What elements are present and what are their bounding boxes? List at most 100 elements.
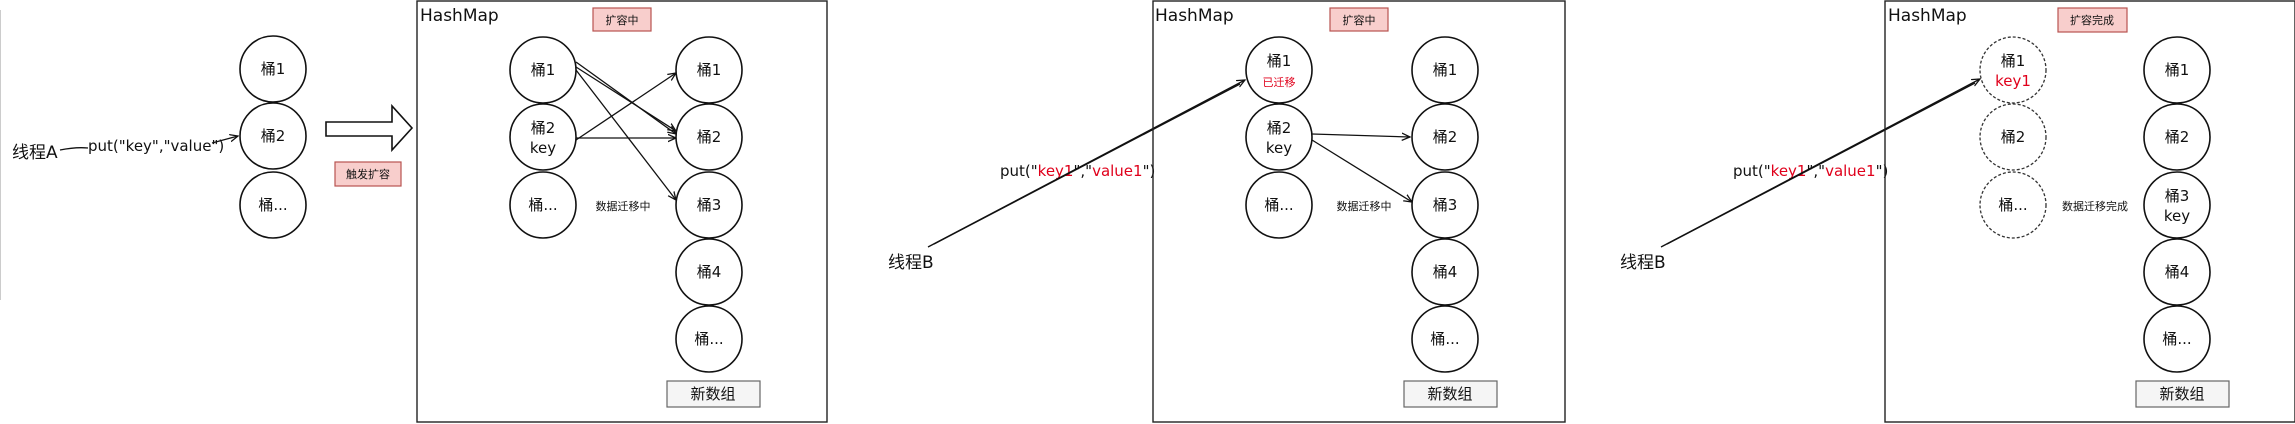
- new-bucket-2: [675, 103, 743, 171]
- hashmap-frame: [1152, 0, 1566, 423]
- old-bucket-more: [1979, 171, 2047, 239]
- bucket-more-label: 桶...: [258, 196, 287, 214]
- migrate-arrow-2: [1311, 139, 1412, 202]
- bucket-1: [239, 35, 307, 103]
- status-label: 扩容中: [606, 13, 639, 27]
- new-bucket-2: [2143, 103, 2211, 171]
- new-bucket-more-label: 桶...: [1430, 330, 1459, 348]
- migrate-arrow-5: [575, 61, 676, 134]
- old-bucket-2-label: 桶2: [2001, 128, 2026, 146]
- old-bucket-2-label: 桶2: [1267, 119, 1292, 137]
- new-bucket-1: [2143, 36, 2211, 104]
- new-bucket-2: [1411, 103, 1479, 171]
- status-label: 扩容中: [1343, 13, 1376, 27]
- new-bucket-more: [2143, 305, 2211, 373]
- thread-b-label: 线程B: [1620, 253, 1666, 273]
- new-bucket-1-label: 桶1: [2165, 61, 2190, 79]
- new-bucket-3: [2143, 171, 2211, 239]
- put-arrow: [211, 136, 238, 144]
- migrate-arrow-1: [1311, 134, 1410, 137]
- new-bucket-3-key: key: [2164, 207, 2190, 225]
- trigger-resize-label: 触发扩容: [346, 167, 390, 181]
- new-bucket-3: [1411, 171, 1479, 239]
- hashmap-title: HashMap: [420, 6, 499, 26]
- status-tag: [592, 7, 652, 32]
- new-array-box: [2135, 380, 2230, 408]
- hashmap-title: HashMap: [1155, 6, 1234, 26]
- new-bucket-2-label: 桶2: [697, 128, 722, 146]
- old-bucket-1-key: key1: [1995, 72, 2031, 90]
- migrate-arrow-3: [575, 73, 676, 141]
- hashmap-frame: [416, 0, 828, 423]
- new-bucket-3-label: 桶3: [1433, 196, 1458, 214]
- transition-arrow-icon: [325, 103, 414, 153]
- new-bucket-4: [675, 238, 743, 306]
- old-bucket-more: [509, 171, 577, 239]
- old-bucket-2-label: 桶2: [531, 119, 556, 137]
- new-array-label: 新数组: [690, 385, 735, 403]
- moved-note: 已迁移: [1263, 76, 1296, 89]
- new-bucket-more-label: 桶...: [694, 330, 723, 348]
- old-bucket-1: [1245, 36, 1313, 104]
- old-bucket-more: [1245, 171, 1313, 239]
- old-bucket-1-label: 桶1: [1267, 52, 1292, 70]
- put-call-label: put("key","value"): [88, 137, 224, 155]
- old-bucket-2: [1245, 103, 1313, 171]
- old-bucket-2: [509, 103, 577, 171]
- new-array-box: [666, 380, 761, 408]
- thread-b-arrow-sketch: [933, 83, 1241, 245]
- old-bucket-more-label: 桶...: [528, 196, 557, 214]
- new-array-label: 新数组: [2159, 385, 2204, 403]
- migration-label: 数据迁移中: [1337, 199, 1392, 213]
- bucket-2: [239, 102, 307, 170]
- old-bucket-2-key: key: [1266, 139, 1292, 157]
- migrate-arrow-2: [575, 69, 676, 200]
- panel-resizing: HashMap 扩容中 桶1 桶2 key 桶... 数据迁移中 桶1 桶2 桶…: [416, 0, 828, 423]
- hashmap-frame: [1884, 0, 2295, 423]
- panel-resize-complete: put("key1","value1") 线程B HashMap 扩容完成 桶1…: [1620, 0, 2295, 423]
- new-bucket-4: [2143, 238, 2211, 306]
- old-bucket-2-key: key: [530, 139, 556, 157]
- new-bucket-2-label: 桶2: [1433, 128, 1458, 146]
- old-bucket-1-label: 桶1: [2001, 52, 2026, 70]
- new-bucket-3-label: 桶3: [2165, 187, 2190, 205]
- thread-b-label: 线程B: [888, 253, 934, 273]
- panel-thread-a: 线程A put("key","value") 桶1 桶2 桶... 触发扩容: [12, 35, 414, 239]
- new-bucket-4-label: 桶4: [1433, 263, 1458, 281]
- trigger-resize-tag: [334, 161, 402, 187]
- new-bucket-3: [675, 171, 743, 239]
- migration-label: 数据迁移中: [596, 199, 651, 213]
- thread-a-connector: [59, 146, 89, 151]
- new-bucket-1-label: 桶1: [697, 61, 722, 79]
- thread-b-arrow-sketch: [1666, 82, 1976, 245]
- new-bucket-2-label: 桶2: [2165, 128, 2190, 146]
- new-bucket-1: [1411, 36, 1479, 104]
- status-label: 扩容完成: [2070, 13, 2114, 27]
- status-tag: [2057, 7, 2128, 33]
- thread-b-put-call: put("key1","value1"): [1733, 162, 1888, 180]
- hashmap-title: HashMap: [1888, 6, 1967, 26]
- new-bucket-4-label: 桶4: [2165, 263, 2190, 281]
- new-bucket-more: [675, 305, 743, 373]
- new-bucket-more: [1411, 305, 1479, 373]
- new-bucket-1-label: 桶1: [1433, 61, 1458, 79]
- thread-a-label: 线程A: [12, 143, 58, 163]
- bucket-1-label: 桶1: [261, 60, 286, 78]
- new-bucket-more-label: 桶...: [2162, 330, 2191, 348]
- migration-label: 数据迁移完成: [2062, 199, 2128, 213]
- new-array-box: [1403, 380, 1498, 408]
- migrate-arrow-1: [575, 66, 676, 131]
- thread-b-put-call: put("key1","value1"): [1000, 162, 1155, 180]
- bucket-2-label: 桶2: [261, 127, 286, 145]
- old-bucket-2: [1979, 103, 2047, 171]
- old-bucket-more-label: 桶...: [1264, 196, 1293, 214]
- new-bucket-1: [675, 36, 743, 104]
- new-array-label: 新数组: [1427, 385, 1472, 403]
- status-tag: [1329, 7, 1389, 32]
- old-bucket-1-label: 桶1: [531, 61, 556, 79]
- bucket-more: [239, 171, 307, 239]
- new-bucket-3-label: 桶3: [697, 196, 722, 214]
- old-bucket-1: [1979, 36, 2047, 104]
- old-bucket-more-label: 桶...: [1998, 196, 2027, 214]
